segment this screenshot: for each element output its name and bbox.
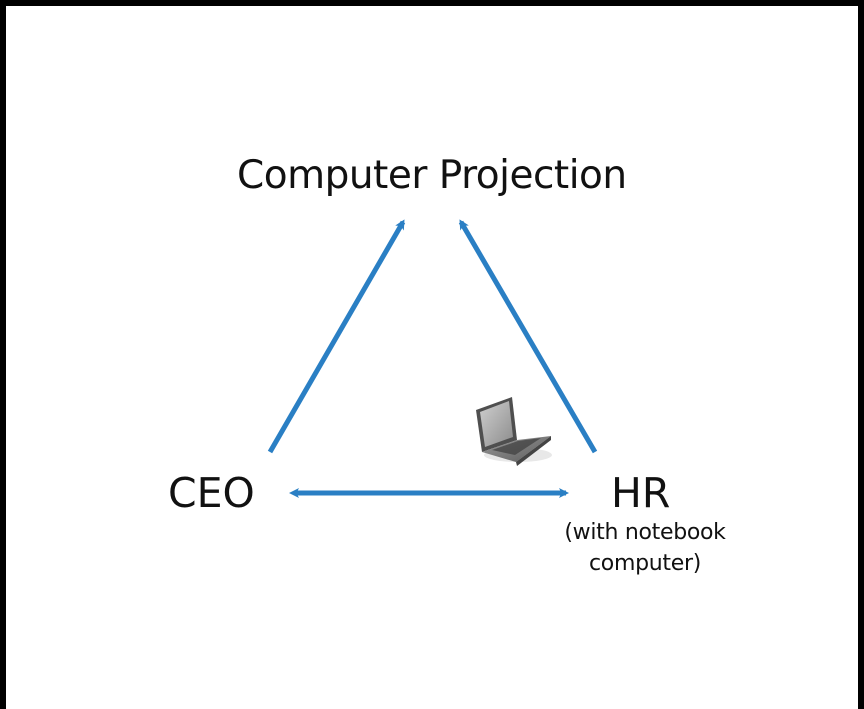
node-computer-projection: Computer Projection	[237, 153, 627, 198]
hr-note-line-1: (with notebook	[564, 520, 726, 545]
laptop-icon	[476, 397, 552, 466]
arrow-ceo-to-projection	[267, 219, 406, 454]
hr-note: (with notebook computer)	[520, 517, 770, 579]
node-ceo: CEO	[168, 469, 255, 517]
arrow-hr-to-projection	[458, 219, 598, 454]
hr-note-line-2: computer)	[589, 551, 701, 576]
node-hr: HR	[611, 469, 671, 517]
